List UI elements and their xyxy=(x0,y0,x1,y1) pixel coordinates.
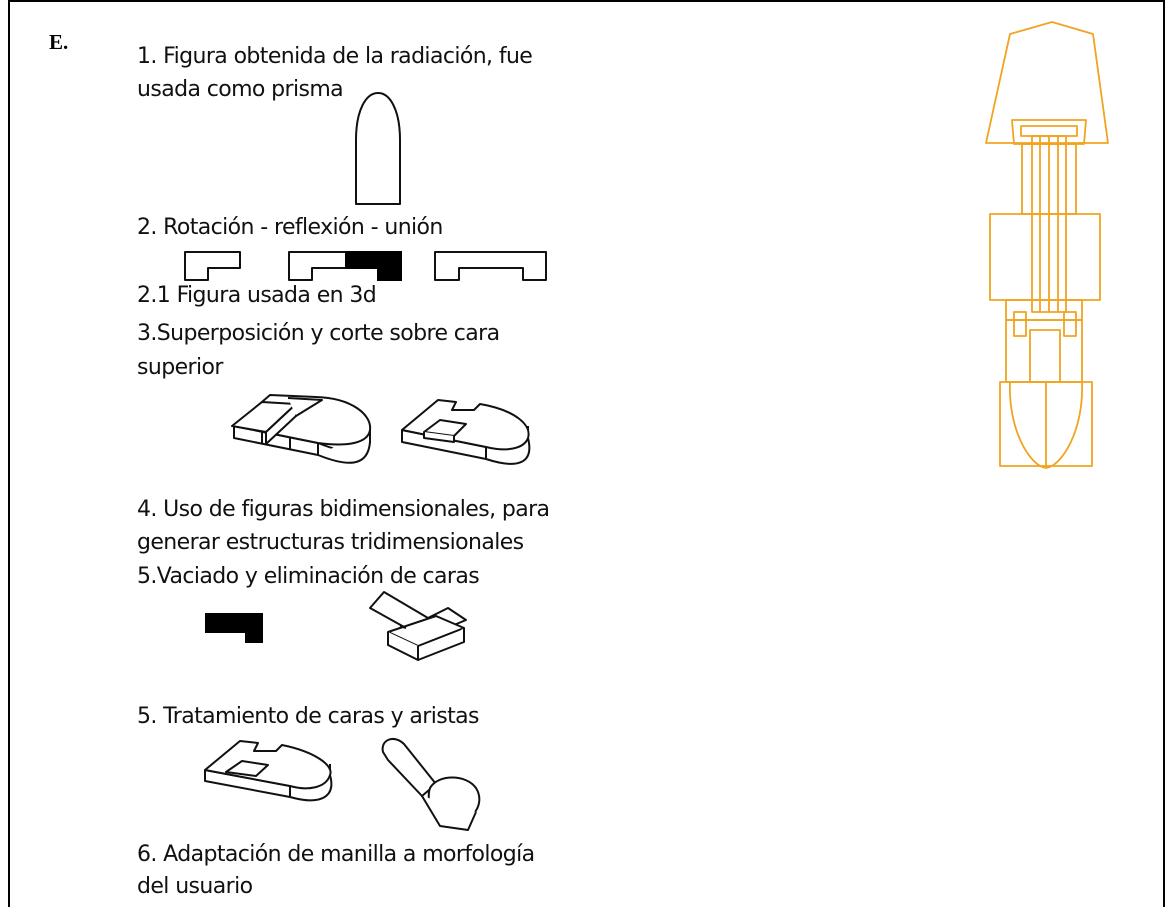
step-6-line-2: del usuario xyxy=(137,874,253,899)
edge-treatment-shape-1 xyxy=(204,740,333,802)
step-4-line-1: 4. Uso de figuras bidimensionales, para xyxy=(137,497,550,522)
reflected-black-figure xyxy=(345,251,402,281)
reflected-figure xyxy=(288,251,347,281)
rotated-figure xyxy=(184,251,241,281)
step-5-line-1: 5.Vaciado y eliminación de caras xyxy=(137,564,480,589)
page-frame xyxy=(8,0,1165,907)
handle-technical-drawing xyxy=(985,21,1109,469)
emptying-black-figure xyxy=(205,613,263,643)
step-6-line-1: 6. Adaptación de manilla a morfología xyxy=(137,842,535,867)
superposition-shape-1 xyxy=(231,394,372,464)
face-removal-shape xyxy=(369,591,467,661)
section-letter: E. xyxy=(49,30,69,54)
step-1-line-1: 1. Figura obtenida de la radiación, fue xyxy=(137,44,533,69)
step-4-line-2: generar estructuras tridimensionales xyxy=(137,530,524,555)
step-3-line-1: 3.Superposición y corte sobre cara xyxy=(137,321,500,346)
step-2-1-line-1: 2.1 Figura usada en 3d xyxy=(137,283,377,308)
superposition-shape-2 xyxy=(401,399,531,465)
step-2-line-1: 2. Rotación - reflexión - unión xyxy=(137,215,443,240)
united-figure xyxy=(434,251,547,281)
edge-treatment-shape-2 xyxy=(381,737,481,831)
bullet-prism-shape xyxy=(355,92,401,205)
step-1-line-2: usada como prisma xyxy=(137,77,344,102)
step-5b-line-1: 5. Tratamiento de caras y aristas xyxy=(137,704,479,729)
step-3-line-2: superior xyxy=(137,355,223,380)
